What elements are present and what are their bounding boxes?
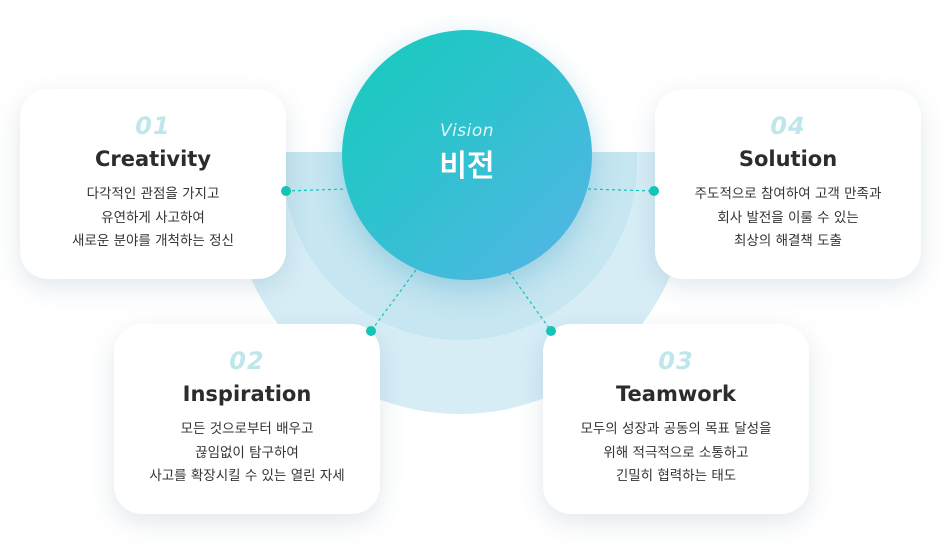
card-number: 04	[770, 112, 806, 140]
card-description-line: 최상의 해결책 도출	[734, 233, 842, 249]
connector-dot-solution	[649, 186, 659, 196]
card-description-line: 유연하게 사고하여	[101, 209, 205, 226]
connector-line-teamwork	[508, 271, 552, 332]
card-description: 다각적인 관점을 가지고 유연하게 사고하여 새로운 분야를 개척하는 정신	[20, 183, 286, 254]
connector-dot-teamwork	[546, 326, 556, 336]
card-title: Creativity	[94, 147, 212, 171]
connector-line-inspiration	[370, 269, 417, 332]
card-solution: 04 Solution 주도적으로 참여하여 고객 만족과 회사 발전을 이룰 …	[655, 89, 921, 279]
vision-circle: Vision 비전	[342, 30, 592, 280]
card-description-line: 사고를 확장시킬 수 있는 열린 자세	[149, 468, 345, 484]
vision-english-label: Vision	[439, 121, 495, 141]
card-inspiration: 02 Inspiration 모든 것으로부터 배우고 끊임없이 탐구하여 사고…	[114, 324, 380, 514]
card-teamwork: 03 Teamwork 모두의 성장과 공동의 목표 달성을 위해 적극적으로 …	[543, 324, 809, 514]
connector-line-creativity	[285, 188, 347, 192]
card-description: 모두의 성장과 공동의 목표 달성을 위해 적극적으로 소통하고 긴밀히 협력하…	[543, 418, 809, 489]
connector-dot-creativity	[281, 186, 291, 196]
card-number: 02	[229, 347, 265, 375]
connector-dot-inspiration	[366, 326, 376, 336]
card-description-line: 회사 발전을 이룰 수 있는	[717, 209, 859, 226]
card-creativity: 01 Creativity 다각적인 관점을 가지고 유연하게 사고하여 새로운…	[20, 89, 286, 279]
card-description: 주도적으로 참여하여 고객 만족과 회사 발전을 이룰 수 있는 최상의 해결책…	[655, 183, 921, 254]
card-title: Inspiration	[182, 382, 312, 406]
card-title: Teamwork	[616, 382, 736, 406]
vision-korean-label: 비전	[439, 149, 495, 184]
card-description-line: 모든 것으로부터 배우고	[180, 421, 314, 437]
card-description-line: 모두의 성장과 공동의 목표 달성을	[580, 421, 772, 437]
card-description-line: 끊임없이 탐구하여	[195, 444, 299, 461]
card-description-line: 주도적으로 참여하여 고객 만족과	[694, 186, 882, 202]
card-title: Solution	[738, 147, 838, 171]
card-description: 모든 것으로부터 배우고 끊임없이 탐구하여 사고를 확장시킬 수 있는 열린 …	[114, 418, 380, 489]
card-number: 01	[135, 112, 171, 140]
connector-line-solution	[587, 188, 655, 192]
card-description-line: 다각적인 관점을 가지고	[86, 186, 220, 202]
card-description-line: 위해 적극적으로 소통하고	[603, 444, 749, 461]
card-description-line: 긴밀히 협력하는 태도	[615, 468, 737, 484]
card-description-line: 새로운 분야를 개척하는 정신	[72, 233, 234, 249]
card-number: 03	[658, 347, 694, 375]
